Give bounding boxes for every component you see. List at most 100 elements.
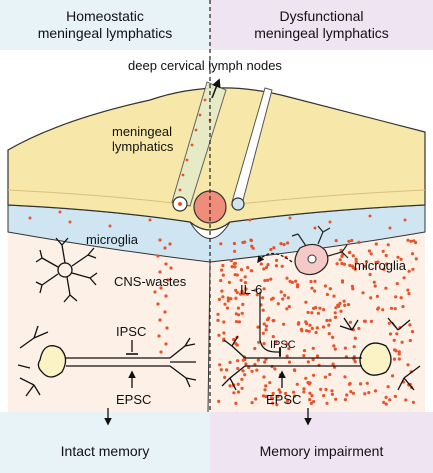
waste-dot bbox=[221, 263, 225, 268]
waste-dot bbox=[262, 375, 266, 379]
lymphatic-vessel-section-right bbox=[231, 197, 245, 211]
waste-dot bbox=[351, 254, 355, 258]
waste-dot bbox=[322, 308, 326, 312]
waste-dot bbox=[357, 240, 361, 244]
waste-dot bbox=[223, 375, 227, 379]
waste-dot bbox=[313, 279, 317, 283]
waste-dot bbox=[349, 390, 353, 394]
waste-dot bbox=[351, 287, 355, 291]
waste-dot bbox=[304, 376, 308, 380]
waste-dot bbox=[234, 312, 238, 316]
waste-dot bbox=[295, 382, 299, 386]
waste-dot bbox=[282, 322, 286, 326]
waste-dot bbox=[230, 265, 234, 269]
waste-dot bbox=[330, 392, 334, 396]
waste-dot bbox=[347, 382, 352, 386]
waste-dot bbox=[343, 398, 347, 402]
waste-dot bbox=[348, 320, 352, 324]
waste-dot bbox=[384, 286, 388, 290]
waste-dot bbox=[264, 324, 269, 328]
waste-dot bbox=[250, 244, 254, 248]
waste-dot bbox=[294, 279, 298, 283]
waste-dot bbox=[279, 290, 283, 294]
waste-dot bbox=[325, 401, 329, 405]
waste-dot bbox=[397, 352, 401, 356]
waste-dot bbox=[228, 360, 232, 364]
waste-dot bbox=[402, 276, 406, 280]
waste-dot bbox=[274, 264, 278, 268]
waste-dot bbox=[365, 260, 369, 264]
waste-dot bbox=[406, 238, 410, 242]
dysfunctional-header: Dysfunctional meningeal lymphatics bbox=[210, 0, 433, 50]
meningeal-lymphatics-label-line2: lymphatics bbox=[112, 139, 174, 154]
waste-dot bbox=[253, 362, 257, 367]
microglia-right-label: microglia bbox=[354, 258, 407, 273]
waste-dot bbox=[254, 397, 258, 401]
waste-dot bbox=[271, 391, 275, 396]
waste-dot bbox=[302, 387, 306, 391]
microglia-left-label: microglia bbox=[86, 232, 139, 247]
waste-dot bbox=[313, 289, 317, 293]
waste-dot bbox=[401, 305, 405, 309]
waste-dot bbox=[357, 326, 361, 331]
waste-dot bbox=[220, 289, 224, 293]
waste-dot bbox=[221, 273, 225, 277]
waste-dot bbox=[347, 239, 351, 243]
waste-dot bbox=[247, 365, 251, 370]
waste-dot bbox=[361, 291, 365, 295]
waste-dot bbox=[325, 292, 329, 297]
waste-dot bbox=[219, 278, 223, 283]
waste-dot bbox=[363, 319, 367, 323]
waste-dot bbox=[332, 294, 336, 298]
waste-dot bbox=[261, 308, 265, 312]
waste-dot bbox=[297, 321, 301, 325]
waste-dot bbox=[350, 238, 354, 243]
waste-dot bbox=[338, 258, 342, 262]
waste-dot bbox=[284, 391, 288, 396]
waste-dot bbox=[310, 311, 314, 315]
waste-dot bbox=[331, 335, 335, 339]
waste-dot bbox=[235, 273, 239, 277]
waste-dot bbox=[232, 337, 236, 342]
waste-dot bbox=[229, 259, 233, 263]
waste-dot bbox=[411, 400, 415, 404]
waste-dot bbox=[328, 372, 332, 377]
waste-dot bbox=[393, 394, 397, 398]
waste-dot bbox=[232, 391, 236, 395]
waste-dot bbox=[348, 250, 352, 254]
waste-dot bbox=[410, 330, 415, 334]
waste-dot bbox=[236, 306, 240, 310]
waste-dot bbox=[241, 369, 245, 373]
waste-dot bbox=[351, 391, 355, 395]
waste-dot bbox=[271, 319, 275, 323]
waste-dot bbox=[368, 272, 372, 277]
waste-dot bbox=[395, 332, 399, 336]
waste-dot bbox=[296, 283, 300, 287]
waste-dot bbox=[334, 306, 338, 310]
waste-dot bbox=[359, 382, 363, 386]
waste-dot bbox=[363, 392, 367, 396]
waste-dot bbox=[345, 393, 349, 397]
deep-cervical-lymph-nodes-label: deep cervical lymph nodes bbox=[128, 58, 282, 73]
waste-dot bbox=[237, 320, 241, 324]
waste-dot bbox=[327, 323, 331, 327]
waste-dot bbox=[384, 253, 388, 258]
dysfunctional-header-line2: meningeal lymphatics bbox=[254, 25, 389, 41]
waste-dot bbox=[285, 276, 289, 280]
outcome-right: Memory impairment bbox=[210, 412, 433, 473]
waste-dot bbox=[332, 344, 336, 348]
waste-dot bbox=[272, 246, 276, 250]
waste-dot bbox=[259, 262, 263, 266]
waste-dot bbox=[365, 381, 369, 385]
waste-dot bbox=[310, 286, 314, 290]
waste-dot bbox=[388, 332, 393, 336]
waste-dot bbox=[335, 262, 339, 266]
waste-dot bbox=[328, 318, 332, 322]
waste-dot bbox=[264, 394, 268, 399]
waste-dot bbox=[305, 329, 309, 333]
waste-dot bbox=[306, 310, 310, 315]
waste-dot bbox=[285, 342, 289, 346]
waste-dot bbox=[220, 268, 224, 272]
waste-dot bbox=[277, 388, 281, 392]
